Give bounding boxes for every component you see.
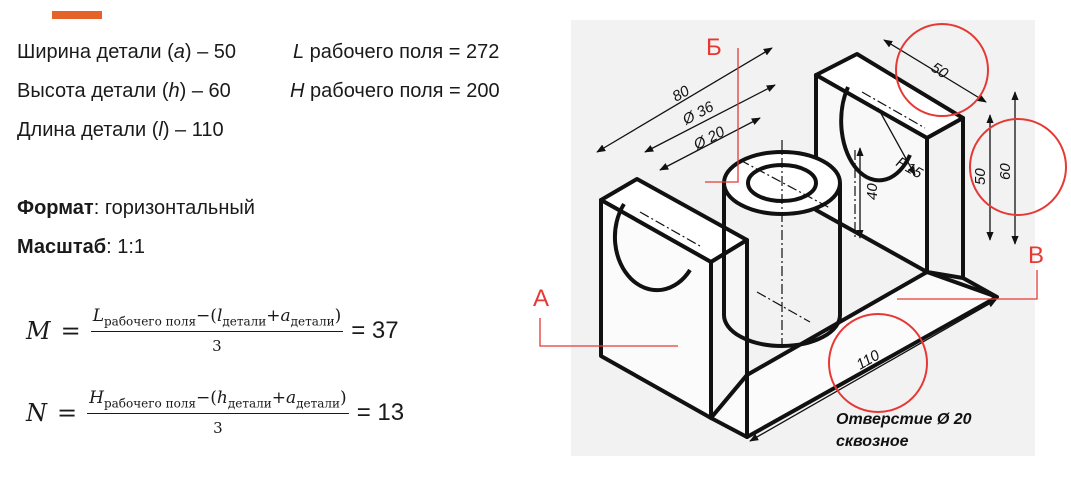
work-field-H-line: H рабочего поля = 200 <box>290 80 500 102</box>
formula-n-numerator: Hрабочего поля−(hдетали+aдетали) <box>87 388 349 415</box>
dimension-lines <box>596 39 1019 442</box>
dim-60-label: 60 <box>997 163 1014 180</box>
part-height-line: Высота детали (h) – 60 <box>17 80 231 102</box>
label-a: А <box>533 285 549 312</box>
formula-n-result: = 13 <box>356 398 405 426</box>
label-v: В <box>1028 242 1044 269</box>
dim-80-label: 80 <box>670 82 694 105</box>
isometric-part-drawing: 80 Ø 36 Ø 20 R15 40 50 50 60 110 Отверст… <box>533 20 1067 456</box>
red-annotations <box>539 23 1067 413</box>
formula-n-denominator: 3 <box>213 419 223 438</box>
label-b: Б <box>706 34 722 61</box>
accent-bar <box>52 11 102 19</box>
formula-m-denominator: 3 <box>212 337 222 356</box>
scale-line: Масштаб: 1:1 <box>17 236 146 258</box>
format-line: Формат: горизонтальный <box>17 197 255 219</box>
formula-m-result: = 37 <box>351 316 399 344</box>
part-width-line: Ширина детали (a) – 50 <box>17 41 237 63</box>
work-field-L-line: L рабочего поля = 272 <box>293 41 500 63</box>
dim-40-label: 40 <box>864 183 881 200</box>
hole-note-line2: сквозное <box>836 433 909 450</box>
formula-n: N = Hрабочего поля−(hдетали+aдетали) 3 =… <box>26 388 405 438</box>
hole-note-line1: Отверстие Ø 20 <box>836 411 972 428</box>
dim-50-side-label: 50 <box>972 168 989 185</box>
formula-m: M = Lрабочего поля−(lдетали+aдетали) 3 =… <box>26 306 399 356</box>
part-length-line: Длина детали (l) – 110 <box>17 119 224 141</box>
formula-m-numerator: Lрабочего поля−(lдетали+aдетали) <box>90 306 344 333</box>
